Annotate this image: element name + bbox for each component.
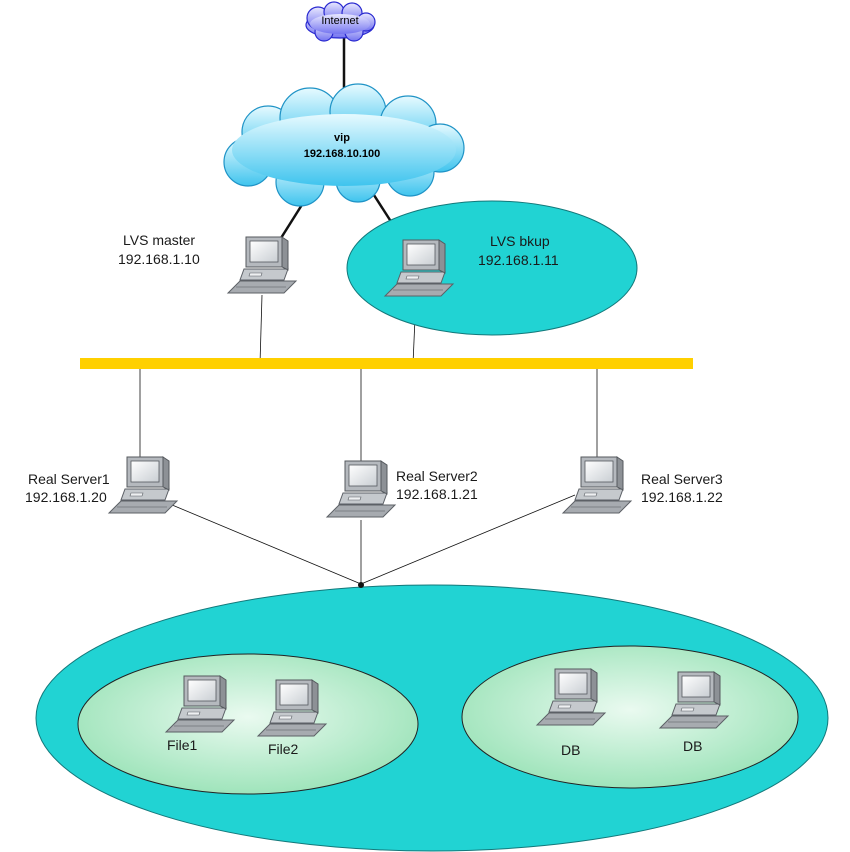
lvs-backup-zone <box>346 200 638 336</box>
real-server-name: Real Server3 <box>641 471 723 487</box>
real-server-ip: 192.168.1.22 <box>641 489 723 505</box>
storage-junction <box>358 582 364 588</box>
internet-label: Internet <box>321 15 358 27</box>
vip-ip: 192.168.10.100 <box>304 148 380 160</box>
db-server-1: DB <box>536 668 606 758</box>
lvs-backup-name: LVS bkup <box>490 233 550 249</box>
file-server-1: File1 <box>165 675 235 753</box>
real-server-ip: 192.168.1.20 <box>25 489 107 505</box>
master-bus-link <box>259 294 263 365</box>
file-server-group <box>77 653 419 795</box>
lvs-backup-ip: 192.168.1.11 <box>478 252 559 268</box>
db-server-label: DB <box>561 742 580 758</box>
real-server-name: Real Server2 <box>396 468 478 484</box>
db-server-label: DB <box>683 738 702 754</box>
real-server-2: Real Server2 192.168.1.21 <box>326 460 478 518</box>
rs3-storage-link <box>360 494 576 585</box>
file-server-label: File2 <box>268 741 299 757</box>
internet-cloud: Internet <box>305 1 376 42</box>
desktop-computer-icon <box>227 236 297 294</box>
real-server-name: Real Server1 <box>28 471 110 487</box>
desktop-computer-icon <box>562 456 632 514</box>
rs1-storage-link <box>164 501 362 585</box>
file-server-2: File2 <box>257 679 327 757</box>
real-server-1: Real Server1 192.168.1.20 <box>25 456 178 514</box>
lvs-backup-node: LVS bkup 192.168.1.11 <box>384 233 559 297</box>
desktop-computer-icon <box>108 456 178 514</box>
network-bus <box>80 358 693 369</box>
db-server-2: DB <box>659 671 729 754</box>
vip-cloud: vip 192.168.10.100 <box>223 83 465 207</box>
vip-cloud-icon <box>223 83 465 207</box>
real-server-ip: 192.168.1.21 <box>396 486 478 502</box>
vip-title: vip <box>334 132 350 144</box>
desktop-computer-icon <box>326 460 396 518</box>
lvs-master-name: LVS master <box>123 232 195 248</box>
internet-cloud-icon <box>305 1 376 42</box>
lvs-master-ip: 192.168.1.10 <box>118 251 200 267</box>
db-server-group <box>461 645 799 789</box>
file-server-label: File1 <box>167 737 198 753</box>
lvs-master-node: LVS master 192.168.1.10 <box>118 232 297 294</box>
real-server-3: Real Server3 192.168.1.22 <box>562 456 723 514</box>
